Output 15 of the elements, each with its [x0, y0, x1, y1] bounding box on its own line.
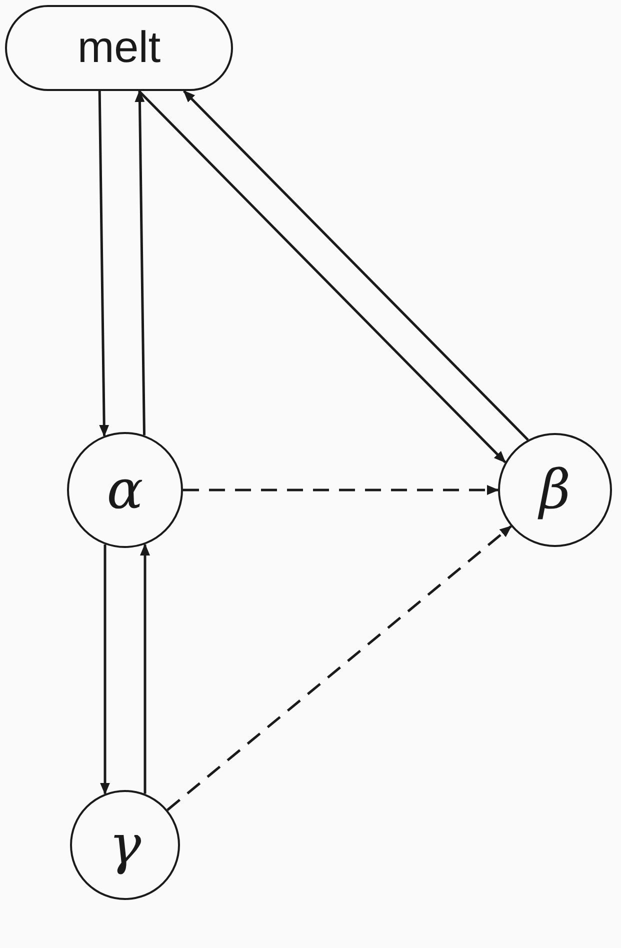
- arrow: [134, 90, 146, 436]
- arrow: [138, 90, 506, 464]
- state-circle: [498, 433, 612, 547]
- state-circle: [70, 790, 180, 900]
- arrow: [140, 543, 150, 794]
- dashed-arrow: [166, 525, 512, 811]
- arrow: [98, 90, 110, 437]
- phase-symbol: β: [539, 463, 571, 517]
- state-box: [5, 5, 233, 91]
- phase-symbol: γ: [108, 818, 142, 872]
- state-label: melt: [77, 23, 161, 73]
- arrow: [100, 544, 110, 795]
- arrow: [183, 90, 529, 441]
- state-circle: [67, 432, 183, 548]
- phase-symbol: α: [106, 463, 144, 517]
